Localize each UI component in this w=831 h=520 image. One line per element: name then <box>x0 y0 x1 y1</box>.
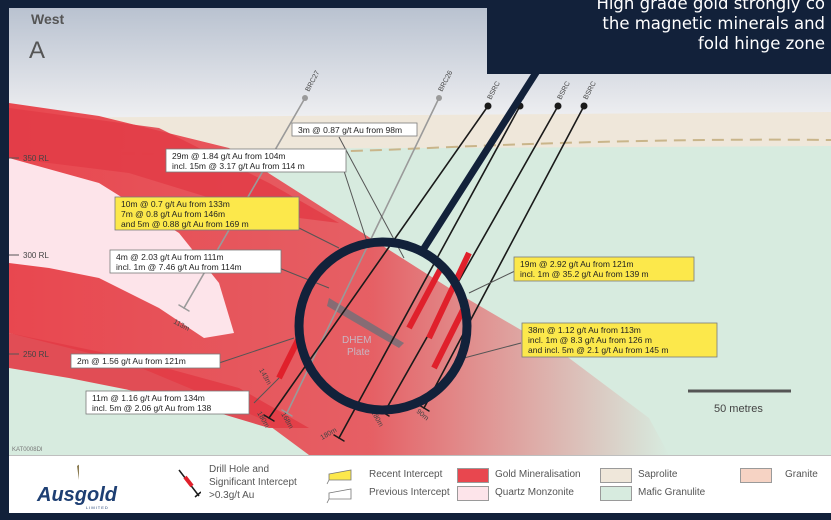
ausgold-logo <box>77 464 79 480</box>
drill-hole-bsrc-3 <box>383 105 559 414</box>
dhem-plate <box>327 298 404 348</box>
logo-subtext: LIMITED <box>86 505 109 510</box>
callout-line-1: High grade gold strongly co <box>596 0 825 13</box>
collar-brc27 <box>302 95 308 101</box>
focus-circle <box>294 237 472 415</box>
intercept-bar <box>426 251 472 340</box>
recent-intercept-2: 19m @ 2.92 g/t Au from 121m incl. 1m @ 3… <box>513 256 695 282</box>
leader-lines <box>218 136 522 404</box>
intercept-bar <box>431 306 467 370</box>
drill-hole-bsrc-2 <box>338 105 521 439</box>
direction-label: West <box>31 11 65 27</box>
intercept-text: 2m @ 1.56 g/t Au from 121m <box>77 356 186 366</box>
callout-line-3: fold hinge zone <box>698 34 825 53</box>
intercept-legend-icons <box>326 469 352 504</box>
intercept-text: 11m @ 1.16 g/t Au from 134m <box>92 393 205 403</box>
previous-intercept-1: 3m @ 0.87 g/t Au from 98m <box>291 122 418 137</box>
intercept-text: 4m @ 2.03 g/t Au from 111m <box>116 252 224 262</box>
previous-intercept-5: 11m @ 1.16 g/t Au from 134m incl. 5m @ 2… <box>85 390 250 415</box>
intercept-text: 7m @ 0.8 g/t Au from 146m <box>121 209 225 219</box>
legend-granite: Granite <box>785 469 818 480</box>
section-letter: A <box>29 37 45 64</box>
swatch-saprolite <box>600 468 632 483</box>
leader <box>253 377 280 404</box>
previous-intercept-2: 29m @ 1.84 g/t Au from 104m incl. 15m @ … <box>165 148 347 173</box>
collar-3 <box>554 102 562 110</box>
swatch-mafic <box>600 486 632 501</box>
figure-code: KAT0008DI <box>12 447 43 453</box>
callout-line-2: the magnetic minerals and <box>602 14 825 33</box>
oxidation-line <box>8 138 831 155</box>
leader <box>338 136 405 259</box>
drill-hole-brc26 <box>286 97 440 414</box>
intercept-text: incl. 1m @ 8.3 g/t Au from 126 m <box>528 335 652 345</box>
intercept-text: incl. 1m @ 7.46 g/t Au from 114m <box>116 262 242 272</box>
logo-map-icon <box>77 464 79 480</box>
intercept-text: 19m @ 2.92 g/t Au from 121m <box>520 259 634 269</box>
previous-intercept-4: 2m @ 1.56 g/t Au from 121m <box>70 353 221 369</box>
logo-text: Ausgold <box>37 484 117 506</box>
intercept-bars <box>276 251 472 380</box>
collar-1 <box>484 102 492 110</box>
legend-saprolite: Saprolite <box>638 469 678 480</box>
callout-pointer <box>418 66 542 255</box>
eoh-tick <box>263 414 275 422</box>
legend-recent: Recent Intercept <box>369 469 443 480</box>
legend-gold: Gold Mineralisation <box>495 469 581 480</box>
intercept-text: 3m @ 0.87 g/t Au from 98m <box>298 125 402 135</box>
rl-label-300: 300 RL <box>23 251 49 260</box>
rl-label-250: 250 RL <box>23 350 49 359</box>
legend-mafic: Mafic Granulite <box>638 487 706 498</box>
dhem-label-1: DHEM <box>342 335 371 346</box>
legend-drill-hole-1: Drill Hole and <box>209 464 270 475</box>
cross-section-svg: DHEM Plate <box>8 8 831 455</box>
eoh-tick <box>281 409 293 417</box>
cross-section: DHEM Plate <box>8 8 831 455</box>
scale-bar-label: 50 metres <box>714 403 763 415</box>
intercept-text: 38m @ 1.12 g/t Au from 113m <box>528 325 641 335</box>
intercept-text: incl. 15m @ 3.17 g/t Au from 114 m <box>172 161 305 171</box>
intercept-bar <box>276 336 302 380</box>
intercept-text: incl. 1m @ 35.2 g/t Au from 139 m <box>520 269 649 279</box>
intercept-text: 29m @ 1.84 g/t Au from 104m <box>172 151 286 161</box>
legend-quartz: Quartz Monzonite <box>495 487 574 498</box>
leader <box>468 269 518 294</box>
rl-label-350: 350 RL <box>23 154 49 163</box>
quartz-monzonite <box>9 158 234 338</box>
swatch-gold <box>457 468 489 483</box>
legend: Ausgold LIMITED Drill Hole and Significa… <box>9 455 831 513</box>
leader <box>463 342 522 359</box>
previous-intercept-3: 4m @ 2.03 g/t Au from 111m incl. 1m @ 7.… <box>109 249 282 274</box>
leader <box>343 170 370 249</box>
recent-intercept-1: 10m @ 0.7 g/t Au from 133m 7m @ 0.8 g/t … <box>114 196 300 231</box>
recent-intercept-3: 38m @ 1.12 g/t Au from 113m incl. 1m @ 8… <box>521 322 718 358</box>
dhem-label-2: Plate <box>347 347 370 358</box>
leader <box>218 337 295 364</box>
leader <box>278 267 330 289</box>
legend-previous: Previous Intercept <box>369 487 450 498</box>
legend-drill-hole-3: >0.3g/t Au <box>209 490 255 501</box>
callout-box: High grade gold strongly co the magnetic… <box>487 0 831 74</box>
eoh-tick <box>178 304 190 312</box>
intercept-text: 10m @ 0.7 g/t Au from 133m <box>121 199 230 209</box>
swatch-granite <box>740 468 772 483</box>
legend-drill-hole-2: Significant Intercept <box>209 477 297 488</box>
intercept-text: and incl. 5m @ 2.1 g/t Au from 145 m <box>528 345 668 355</box>
intercept-text: and 5m @ 0.88 g/t Au from 169 m <box>121 219 249 229</box>
collar-4 <box>580 102 588 110</box>
intercept-text: incl. 5m @ 2.06 g/t Au from 138 <box>92 403 211 413</box>
eoh-tick <box>333 434 345 442</box>
drill-hole-bsrc-4 <box>423 105 585 409</box>
leader <box>298 227 340 249</box>
intercept-bar <box>406 266 444 330</box>
swatch-quartz <box>457 486 489 501</box>
drill-hole-icon <box>178 469 201 498</box>
collar-brc26 <box>436 95 442 101</box>
